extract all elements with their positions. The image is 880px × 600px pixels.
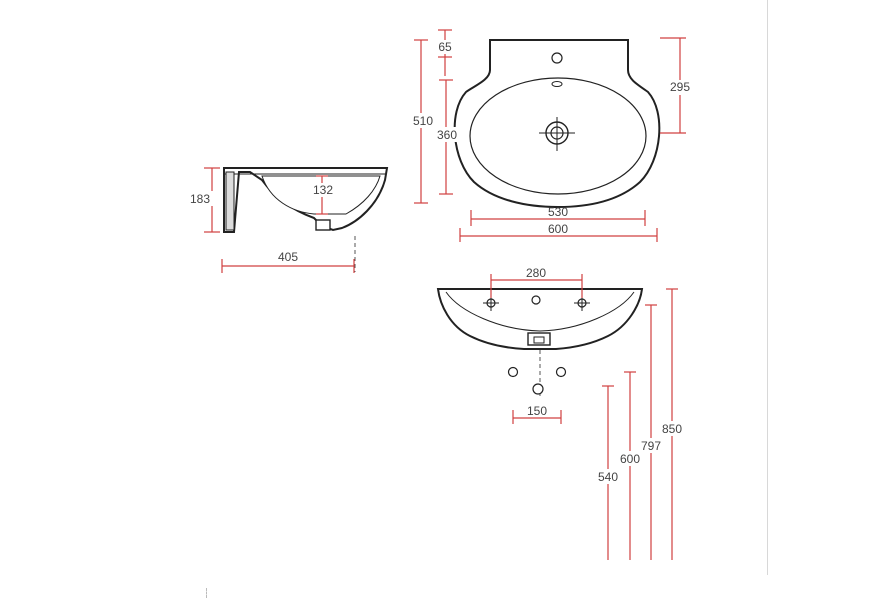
pipe-hole-right — [555, 366, 567, 378]
dim-295-label: 295 — [670, 80, 690, 94]
dim-360-label: 360 — [437, 128, 457, 142]
corner-mark — [206, 588, 208, 598]
side-view-drain — [315, 219, 331, 231]
dim-600h-bg — [616, 451, 644, 466]
pipe-hole-drain — [532, 383, 544, 395]
tap-hole — [551, 52, 563, 64]
dim-360-bg — [434, 127, 460, 142]
dim-510-bg — [409, 113, 433, 128]
dim-405-label: 405 — [278, 250, 298, 264]
dim-600h-label: 600 — [620, 452, 640, 466]
dim-132-bg — [309, 183, 337, 197]
dim-850-label: 850 — [662, 422, 682, 436]
side-view-wall-plate — [225, 171, 235, 231]
frame-divider — [767, 0, 768, 575]
dim-65-bg — [432, 40, 456, 54]
dim-295-bg — [666, 80, 694, 95]
dim-850-bg — [658, 421, 686, 436]
dim-510-label: 510 — [413, 114, 433, 128]
dim-540-bg — [594, 469, 622, 484]
dim-540-label: 540 — [598, 470, 618, 484]
dim-600w-label: 600 — [548, 222, 568, 236]
top-view: 510 65 360 295 530 600 — [409, 29, 694, 242]
dim-530-label: 530 — [548, 205, 568, 219]
front-view: 280 150 540 600 797 850 — [436, 266, 686, 560]
dim-183-label: 183 — [190, 192, 210, 206]
dim-132-label: 132 — [313, 183, 333, 197]
dim-797-bg — [637, 438, 665, 453]
dim-797-label: 797 — [641, 439, 661, 453]
dim-280-label: 280 — [526, 266, 546, 280]
dim-150-label: 150 — [527, 404, 547, 418]
side-view: 183 132 405 — [186, 167, 389, 273]
front-trap-inner — [533, 336, 545, 344]
dim-183-bg — [186, 191, 214, 206]
tap-hole-front — [531, 295, 541, 305]
overflow-hole — [551, 81, 563, 87]
front-view-bowl — [445, 291, 635, 332]
dim-65-label: 65 — [438, 40, 452, 54]
fixing-hole-right — [574, 295, 590, 311]
pipe-hole-left — [507, 366, 519, 378]
